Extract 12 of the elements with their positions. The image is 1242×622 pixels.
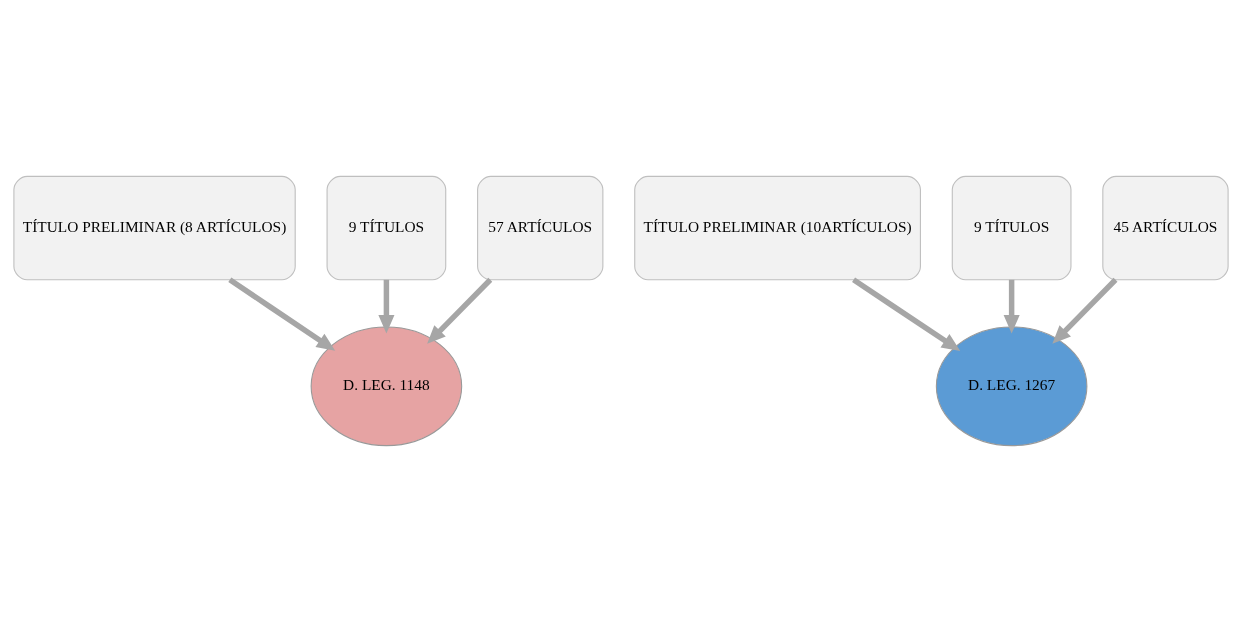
arrow	[228, 277, 336, 351]
arrow	[1003, 279, 1020, 334]
node-box: TÍTULO PRELIMINAR (8 ARTÍCULOS)	[13, 175, 296, 281]
arrow	[1052, 277, 1118, 344]
node-box: 9 TÍTULOS	[951, 175, 1072, 281]
arrow	[378, 279, 395, 334]
node-box: 45 ARTÍCULOS	[1102, 175, 1229, 281]
node-box: 9 TÍTULOS	[326, 175, 447, 281]
arrow	[427, 277, 493, 344]
node-box: 57 ARTÍCULOS	[477, 175, 604, 281]
node-box: TÍTULO PRELIMINAR (10ARTÍCULOS)	[634, 175, 921, 281]
arrow	[852, 277, 961, 351]
